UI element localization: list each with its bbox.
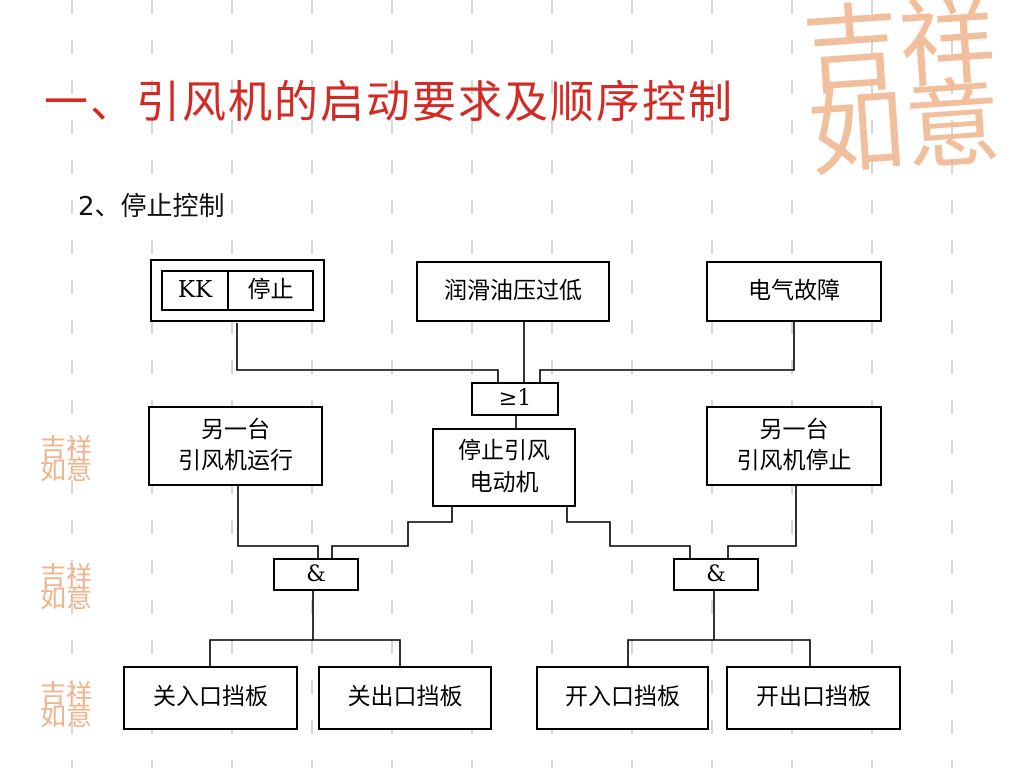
slide-title: 一、引风机的启动要求及顺序控制 (44, 77, 734, 128)
connector-running-to-and (237, 486, 319, 558)
connector-and-left-split (209, 639, 401, 666)
open-outlet-damper-box: 开出口挡板 (726, 666, 901, 730)
connector-and-right-split (627, 639, 811, 666)
and-gate-right: & (673, 558, 759, 591)
other-fan-stopped-box: 另一台 引风机停止 (706, 406, 882, 486)
kk-stop-label: 停止 (247, 276, 294, 303)
watermark-small-2: 吉祥如意 (40, 562, 93, 615)
connector-fault-to-or (539, 322, 795, 382)
and-gate-left: & (273, 558, 359, 591)
kk-stop-inner: KK 停止 (161, 270, 314, 311)
or-gate: ≥1 (471, 382, 559, 416)
watermark-small-1: 吉祥如意 (40, 434, 93, 487)
stop-fan-motor-box: 停止引风 电动机 (432, 428, 576, 507)
kk-label: KK (163, 272, 229, 309)
electric-fault-box: 电气故障 (706, 261, 882, 322)
stop-fan-line1: 停止引风 (458, 438, 550, 465)
open-inlet-damper-box: 开入口挡板 (536, 666, 709, 730)
other-fan-running-box: 另一台 引风机运行 (148, 406, 323, 486)
stop-fan-line2: 电动机 (469, 469, 539, 496)
other-running-line1: 另一台 (201, 416, 270, 443)
connector-stop-to-and-left (331, 507, 453, 558)
section-subtitle: 2、停止控制 (78, 192, 225, 222)
connector-stop-to-and-right (566, 507, 691, 558)
other-running-line2: 引风机运行 (178, 448, 293, 474)
other-stopped-line1: 另一台 (759, 416, 829, 443)
watermark-small-3: 吉祥如意 (40, 680, 93, 733)
connector-kk-to-or (236, 323, 499, 382)
connector-stopped-to-and (727, 486, 797, 558)
other-stopped-line2: 引风机停止 (736, 448, 852, 474)
low-oil-pressure-box: 润滑油压过低 (416, 261, 610, 322)
close-outlet-damper-box: 关出口挡板 (318, 666, 492, 730)
kk-stop-box: KK 停止 (150, 259, 325, 322)
close-inlet-damper-box: 关入口挡板 (123, 666, 298, 730)
